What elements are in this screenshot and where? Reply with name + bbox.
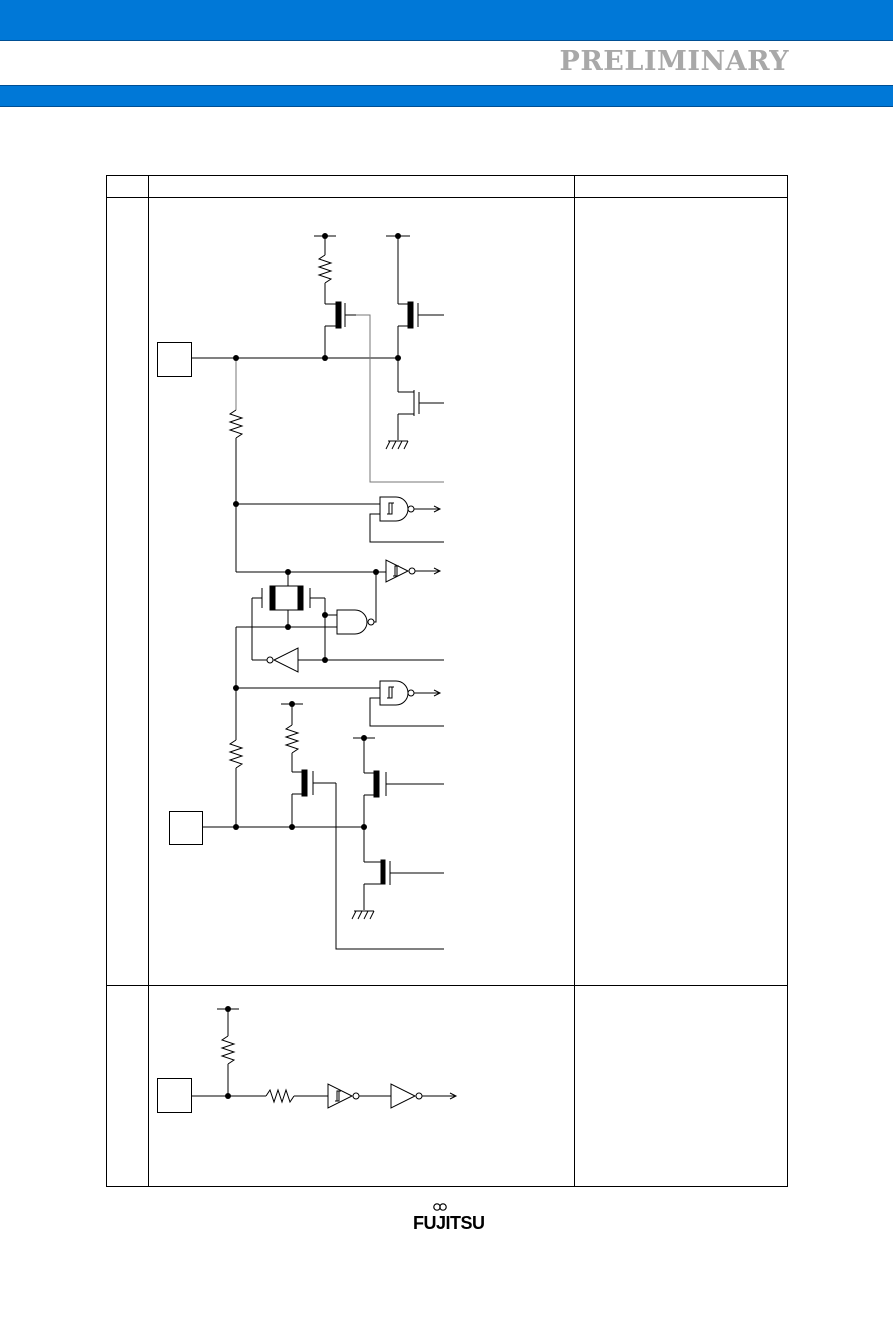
nand-schmitt-gate-2 [379,680,409,706]
circuit-1-nodes [233,233,401,830]
fujitsu-infinity-logo-icon [433,1203,447,1211]
header-rule [0,40,893,41]
logo-wordmark: FUJITSU [413,1213,485,1233]
preliminary-banner: PRELIMINARY [559,46,789,77]
fujitsu-logo: FUJITSU [413,1203,485,1239]
nand-schmitt-gate-1 [379,496,409,522]
resistor-pullup-1 [317,254,333,284]
transistor-4 [373,770,380,798]
resistor-2 [228,739,244,769]
pin-box-2 [169,811,203,845]
resistor-1 [228,409,244,439]
transistor-3 [301,769,308,797]
inverter-schmitt-2 [327,1083,354,1109]
circuit-diagram-1 [157,235,444,950]
resistor-pullup-2 [284,724,300,754]
transistor-2 [407,301,414,329]
transistor-1 [335,301,342,329]
buffer-inverter [390,1083,417,1109]
transmission-gate [269,585,276,611]
circuit-diagram-2 [157,1008,458,1113]
table-grid [106,175,788,1187]
pin-box-1 [157,342,192,377]
resistor-pullup-3 [220,1035,236,1065]
inverter-reverse [272,647,299,673]
header-blue-stripe [0,85,893,107]
and-gate-1 [336,609,368,635]
resistor-series [265,1088,295,1104]
pin-box-3 [157,1078,192,1113]
circuit-2-nodes [225,1006,231,1099]
